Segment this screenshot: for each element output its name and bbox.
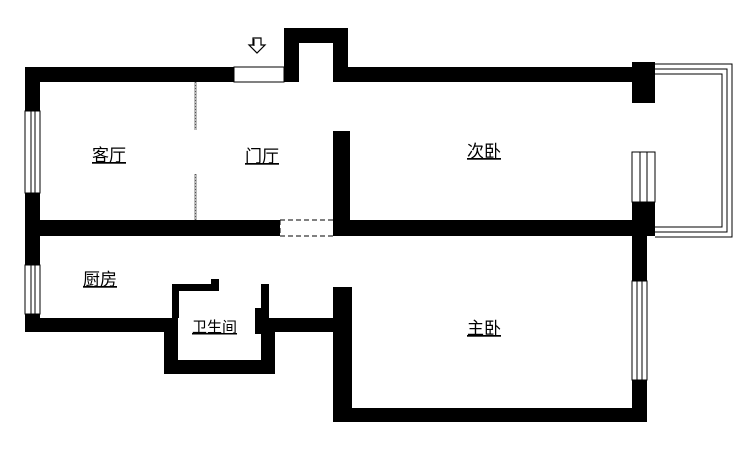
wall-bath-top-left	[172, 284, 179, 318]
wall-bottom	[333, 408, 647, 422]
wall-bedroom-stub	[333, 131, 350, 236]
wall-bath-stub	[211, 279, 219, 291]
wall-column-top-right	[632, 62, 655, 103]
window-right-master	[631, 280, 648, 381]
walls	[25, 28, 655, 422]
bath-door-jamb-left	[172, 308, 178, 334]
label-second-bedroom: 次卧	[467, 142, 501, 162]
wall-kitchen-bottom	[25, 318, 170, 332]
wall-middle-right	[333, 220, 655, 236]
partition-dotted	[194, 82, 197, 220]
wall-top-left	[25, 67, 234, 82]
label-kitchen: 厨房	[83, 270, 117, 290]
label-master-bedroom: 主卧	[467, 319, 501, 339]
wall-bath-top-right	[261, 284, 269, 318]
label-bathroom: 卫生间	[192, 318, 237, 336]
label-living-room: 客厅	[92, 146, 126, 166]
down-arrow-icon	[247, 37, 267, 54]
wall-master-left	[333, 287, 352, 422]
window-left-upper	[24, 110, 41, 194]
wall-entrance-top	[284, 28, 348, 43]
wall-middle-left	[25, 220, 280, 236]
wall-bath-bottom	[164, 360, 275, 374]
entrance-opening	[233, 66, 285, 83]
bath-door-jamb-right	[255, 308, 261, 334]
wall-left-upper	[25, 67, 40, 111]
wall-right-column	[632, 201, 655, 236]
dashed-opening	[279, 219, 333, 237]
wall-top-right	[333, 67, 633, 82]
wall-bath-top-bar	[172, 284, 212, 291]
label-foyer: 门厅	[245, 147, 279, 167]
window-left-lower	[24, 264, 41, 315]
wall-bath-connector	[261, 318, 352, 332]
window-right-second	[631, 151, 656, 203]
bay-window	[655, 63, 733, 238]
wall-right-mid	[632, 236, 647, 281]
